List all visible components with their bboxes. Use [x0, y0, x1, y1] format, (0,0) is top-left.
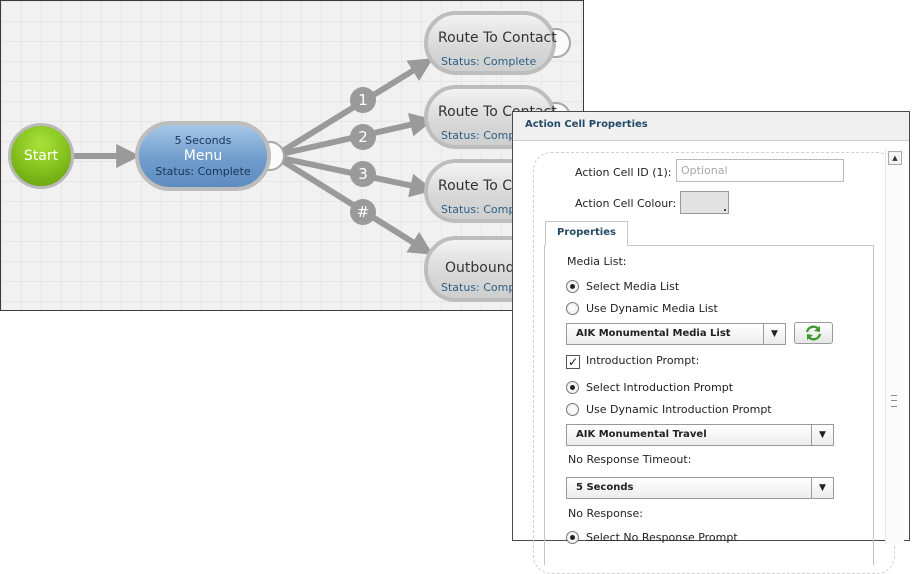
timeout-value: 5 Seconds	[576, 482, 634, 493]
dynamic-intro-prompt-label[interactable]: Use Dynamic Introduction Prompt	[586, 403, 772, 416]
scroll-grip-icon[interactable]	[891, 395, 897, 407]
tab-properties[interactable]: Properties	[545, 221, 628, 246]
route-node-1-port[interactable]	[551, 28, 571, 58]
media-list-dropdown[interactable]: AIK Monumental Media List ▼	[566, 323, 786, 345]
select-intro-prompt-radio[interactable]	[566, 381, 579, 394]
option-badge-1: 1	[350, 87, 376, 113]
dynamic-media-list-label[interactable]: Use Dynamic Media List	[586, 302, 718, 315]
select-media-list-radio[interactable]	[566, 280, 579, 293]
select-media-list-label[interactable]: Select Media List	[586, 280, 680, 293]
select-intro-prompt-label[interactable]: Select Introduction Prompt	[586, 381, 734, 394]
menu-node-subtitle: 5 Seconds	[174, 134, 232, 147]
menu-node-title: Menu	[183, 148, 223, 164]
option-badge-hash: #	[350, 199, 376, 225]
dropdown-arrow-icon: ▼	[763, 324, 785, 344]
action-cell-id-input[interactable]	[676, 159, 844, 182]
refresh-icon	[805, 325, 822, 341]
scroll-up-arrow-icon[interactable]: ▲	[888, 151, 902, 165]
action-cell-colour-label: Action Cell Colour:	[575, 197, 677, 210]
no-response-label: No Response:	[568, 507, 643, 520]
start-node[interactable]: Start	[8, 123, 74, 189]
introduction-prompt-label: Introduction Prompt:	[586, 354, 700, 367]
intro-prompt-value: AIK Monumental Travel	[576, 429, 707, 440]
media-list-label: Media List:	[567, 255, 627, 268]
intro-prompt-dropdown[interactable]: AIK Monumental Travel ▼	[566, 424, 834, 446]
action-cell-properties-panel: Action Cell Properties ▲ Action Cell ID …	[512, 111, 910, 574]
option-badge-2: 2	[350, 124, 376, 150]
action-cell-colour-picker[interactable]	[680, 191, 729, 214]
panel-title: Action Cell Properties	[525, 119, 648, 130]
timeout-dropdown[interactable]: 5 Seconds ▼	[566, 477, 834, 499]
node-status: Status: Complete	[441, 55, 537, 68]
no-response-timeout-label: No Response Timeout:	[568, 453, 692, 466]
media-list-value: AIK Monumental Media List	[576, 328, 731, 339]
action-cell-id-label: Action Cell ID (1):	[575, 166, 672, 179]
dropdown-arrow-icon: ▼	[811, 425, 833, 445]
flow-canvas[interactable]: 1 2 3 # Start 5 Seconds Menu Status: Com…	[0, 0, 584, 311]
dropdown-arrow-icon: ▼	[811, 478, 833, 498]
vertical-scrollbar[interactable]: ▲	[885, 149, 904, 544]
dynamic-intro-prompt-radio[interactable]	[566, 403, 579, 416]
refresh-media-list-button[interactable]	[794, 322, 833, 344]
route-to-contact-node-1[interactable]: Route To Contact Status: Complete	[424, 11, 557, 75]
option-badge-3: 3	[350, 161, 376, 187]
introduction-prompt-checkbox[interactable]: ✓	[566, 355, 580, 369]
properties-tab-body	[544, 245, 874, 565]
dynamic-media-list-radio[interactable]	[566, 302, 579, 315]
node-title: Route To Contact	[438, 30, 557, 46]
panel-header[interactable]: Action Cell Properties	[513, 112, 909, 141]
menu-node-status: Status: Complete	[155, 165, 251, 178]
menu-node[interactable]: 5 Seconds Menu Status: Complete	[135, 121, 271, 191]
